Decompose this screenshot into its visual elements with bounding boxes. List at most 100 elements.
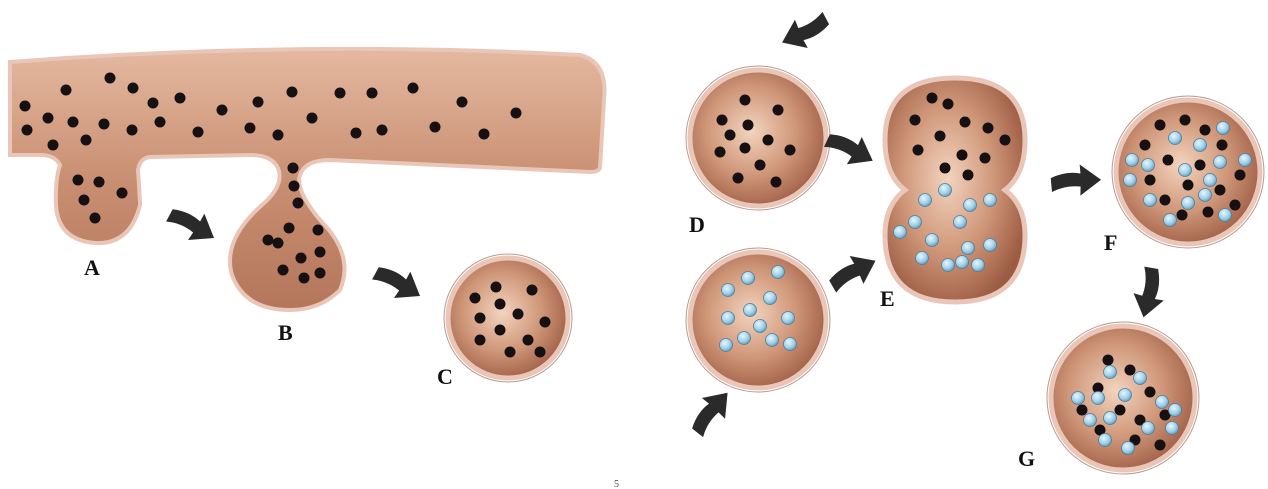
label-a: A bbox=[84, 255, 100, 280]
blue-particle bbox=[720, 339, 733, 352]
blue-particle bbox=[1134, 372, 1147, 385]
blue-particle bbox=[754, 320, 767, 333]
arrow-icon bbox=[163, 199, 222, 250]
dark-particle bbox=[81, 135, 92, 146]
blue-particle bbox=[1084, 414, 1097, 427]
dark-particle bbox=[1145, 387, 1156, 398]
blue-particle bbox=[766, 334, 779, 347]
dark-particle bbox=[284, 223, 295, 234]
dark-particle bbox=[963, 170, 974, 181]
dark-particle bbox=[117, 188, 128, 199]
arrow-icon bbox=[1130, 266, 1169, 321]
blue-particle bbox=[1219, 209, 1232, 222]
blue-particle bbox=[782, 312, 795, 325]
blue-particle bbox=[1214, 156, 1227, 169]
dark-particle bbox=[367, 88, 378, 99]
dark-particle bbox=[1177, 210, 1188, 221]
vesicle-e bbox=[885, 78, 1025, 302]
dark-particle bbox=[1215, 185, 1226, 196]
blue-particle bbox=[1182, 197, 1195, 210]
blue-particle bbox=[1164, 214, 1177, 227]
dark-particle bbox=[79, 195, 90, 206]
dark-particle bbox=[263, 235, 274, 246]
blue-particle bbox=[1166, 422, 1179, 435]
blue-particle bbox=[916, 252, 929, 265]
blue-particle bbox=[744, 304, 757, 317]
label-b: B bbox=[278, 320, 293, 345]
dark-particle bbox=[1200, 125, 1211, 136]
dark-particle bbox=[491, 282, 502, 293]
blue-particle bbox=[1142, 422, 1155, 435]
dark-particle bbox=[299, 273, 310, 284]
dark-particle bbox=[1203, 207, 1214, 218]
dark-particle bbox=[740, 95, 751, 106]
arrow-icon bbox=[821, 124, 879, 173]
blue-particle bbox=[1194, 139, 1207, 152]
dark-particle bbox=[335, 88, 346, 99]
dark-particle bbox=[105, 73, 116, 84]
arrow-icon bbox=[824, 246, 883, 298]
blue-particle bbox=[1104, 366, 1117, 379]
dark-particle bbox=[1140, 140, 1151, 151]
arrow-icon bbox=[683, 382, 738, 440]
blue-particle bbox=[926, 234, 939, 247]
dark-particle bbox=[217, 105, 228, 116]
dark-particle bbox=[430, 122, 441, 133]
dark-particle bbox=[155, 117, 166, 128]
dark-particle bbox=[253, 97, 264, 108]
dark-particle bbox=[1160, 195, 1171, 206]
dark-particle bbox=[470, 293, 481, 304]
dark-particle bbox=[68, 117, 79, 128]
blue-particle bbox=[1072, 392, 1085, 405]
dark-particle bbox=[743, 120, 754, 131]
dark-particle bbox=[457, 97, 468, 108]
dark-particle bbox=[1180, 115, 1191, 126]
blue-particle bbox=[1169, 404, 1182, 417]
dark-particle bbox=[940, 163, 951, 174]
dark-particle bbox=[278, 265, 289, 276]
dark-particle bbox=[740, 143, 751, 154]
dark-particle bbox=[315, 247, 326, 258]
dark-particle bbox=[523, 335, 534, 346]
dark-particle bbox=[1077, 405, 1088, 416]
dark-particle bbox=[1103, 355, 1114, 366]
dark-particle bbox=[725, 130, 736, 141]
blue-particle bbox=[772, 266, 785, 279]
dark-particle bbox=[43, 113, 54, 124]
label-g: G bbox=[1018, 446, 1035, 471]
dark-particle bbox=[94, 177, 105, 188]
dark-particle bbox=[535, 347, 546, 358]
dark-particle bbox=[957, 150, 968, 161]
blue-particle bbox=[1099, 434, 1112, 447]
dark-particle bbox=[475, 335, 486, 346]
dark-particle bbox=[505, 347, 516, 358]
blue-particle bbox=[939, 184, 952, 197]
dark-particle bbox=[733, 173, 744, 184]
dark-particle bbox=[289, 181, 300, 192]
blue-particle bbox=[984, 194, 997, 207]
dark-particle bbox=[273, 238, 284, 249]
blue-particle bbox=[942, 259, 955, 272]
blue-particle bbox=[962, 242, 975, 255]
dark-particle bbox=[313, 225, 324, 236]
dark-particle bbox=[1155, 440, 1166, 451]
label-e: E bbox=[880, 286, 895, 311]
dark-particle bbox=[771, 177, 782, 188]
dark-particle bbox=[1235, 170, 1246, 181]
dark-particle bbox=[90, 213, 101, 224]
blue-particle bbox=[919, 194, 932, 207]
blue-particle bbox=[1217, 122, 1230, 135]
dark-particle bbox=[1000, 135, 1011, 146]
blue-particle bbox=[742, 272, 755, 285]
dark-particle bbox=[128, 83, 139, 94]
dark-particle bbox=[717, 115, 728, 126]
dark-particle bbox=[773, 105, 784, 116]
label-c: C bbox=[437, 364, 453, 389]
blue-particle bbox=[1239, 154, 1252, 167]
dark-particle bbox=[296, 253, 307, 264]
dark-particle bbox=[408, 83, 419, 94]
dark-particle bbox=[315, 268, 326, 279]
blue-particle bbox=[738, 332, 751, 345]
dark-particle bbox=[377, 125, 388, 136]
dark-particle bbox=[1230, 200, 1241, 211]
